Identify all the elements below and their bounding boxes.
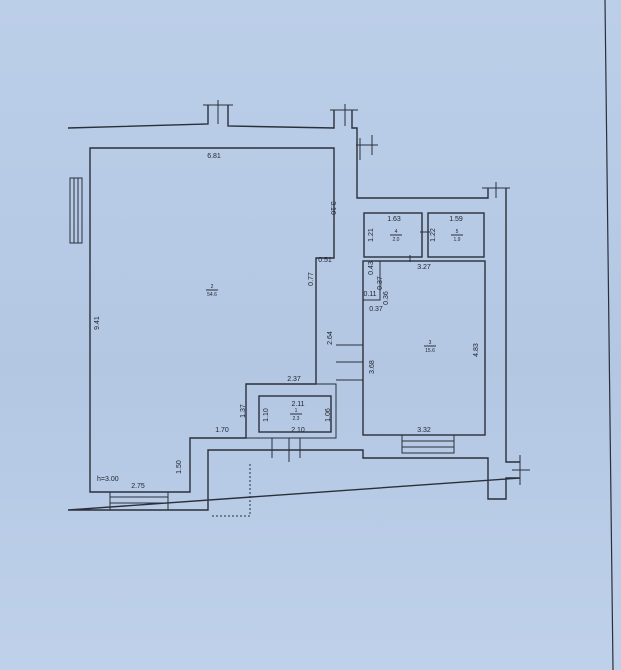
dim-label: 2.37: [287, 376, 301, 383]
room-5-number: 5: [456, 229, 459, 235]
dim-label: 0.11: [363, 291, 376, 298]
dim-label: 0.51: [318, 257, 332, 264]
room-3-number: 3: [429, 340, 432, 346]
room-3-niche: [363, 260, 381, 301]
inner-wall-main: [89, 147, 335, 493]
page-border-line: [604, 0, 614, 670]
room-3-area: 15.6: [425, 348, 435, 354]
dim-label: 1.22: [430, 228, 437, 242]
dim-label: 1.37: [240, 404, 247, 418]
dim-label: 2.75: [131, 483, 145, 490]
dim-label: 0.43: [368, 261, 375, 275]
room-2-area: 54.6: [207, 292, 217, 298]
room-1-number: 1: [295, 408, 298, 414]
dim-label: 3.32: [417, 427, 431, 434]
room-4-area: 2.0: [393, 237, 400, 243]
room-2-number: 2: [211, 284, 214, 290]
outer-wall: [67, 105, 521, 511]
room-1-walls: [258, 395, 332, 433]
window-left: [69, 177, 83, 244]
dim-label: 1.06: [325, 408, 332, 422]
room-5-area: 1.9: [454, 237, 461, 243]
entrance-arrow: [212, 462, 251, 517]
room-4-walls: [363, 212, 423, 258]
dim-label: 3.10: [329, 201, 336, 215]
dim-label: 2.64: [327, 331, 334, 345]
room-1-block: [246, 383, 337, 439]
dim-label: 0.36: [383, 291, 390, 305]
room-3-window: [401, 434, 455, 454]
entrance-door: [109, 491, 169, 511]
room-4-number: 4: [395, 229, 398, 235]
dim-label: 1.70: [215, 427, 229, 434]
dim-label: 0.37: [377, 276, 384, 290]
dim-label: 2.11: [291, 401, 304, 408]
room-1-area: 2.3: [293, 416, 300, 422]
dim-label: 3.27: [417, 264, 431, 271]
dim-label: 0.37: [369, 306, 383, 313]
dim-label: 1.50: [176, 460, 183, 474]
room-5-walls: [427, 212, 485, 258]
dim-label: 1.21: [368, 228, 375, 242]
dim-label: 9.41: [94, 316, 101, 330]
dim-label: 3.68: [369, 360, 376, 374]
dim-label: 1.59: [449, 216, 463, 223]
dim-label: 0.77: [308, 272, 315, 286]
ceiling-height-label: h=3.00: [97, 476, 119, 483]
dim-label: 2.10: [291, 427, 305, 434]
dim-label: 1.63: [387, 216, 401, 223]
dim-label: 6.81: [207, 153, 221, 160]
dim-label: 4.83: [473, 343, 480, 357]
dim-label: 1.10: [263, 408, 270, 422]
